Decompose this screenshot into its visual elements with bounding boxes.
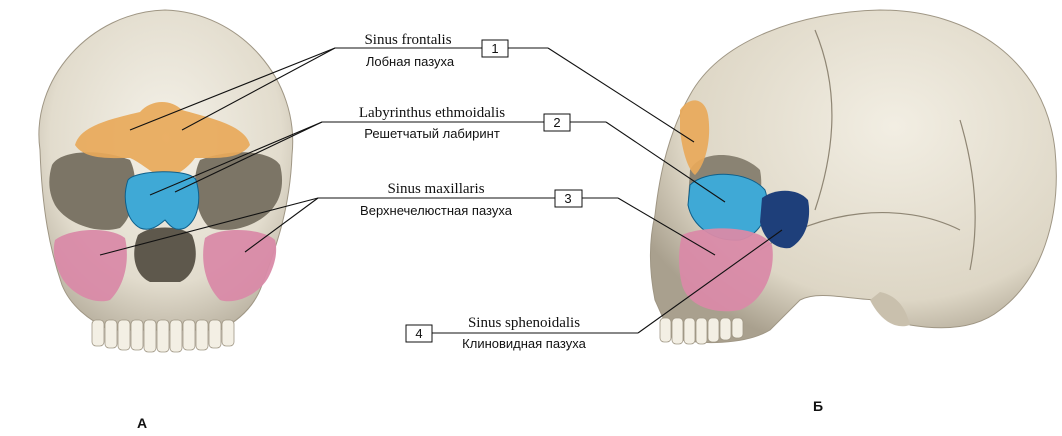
skull-frontal-view — [39, 10, 293, 352]
ethmoidal-labyrinth-a — [125, 172, 198, 230]
panel-label-b: Б — [813, 398, 823, 414]
label-1-latin: Sinus frontalis — [364, 32, 451, 48]
label-2: Labyrinthus ethmoidalis Решетчатый лабир… — [359, 105, 570, 141]
label-4-russian: Клиновидная пазуха — [462, 336, 586, 351]
label-3-number: 3 — [564, 191, 571, 206]
label-1-russian: Лобная пазуха — [366, 54, 455, 69]
label-2-number: 2 — [553, 115, 560, 130]
label-2-latin: Labyrinthus ethmoidalis — [359, 105, 505, 121]
label-2-russian: Решетчатый лабиринт — [364, 126, 500, 141]
label-1: Sinus frontalis Лобная пазуха 1 — [364, 32, 508, 69]
nasal-cavity — [134, 228, 196, 283]
upper-teeth-a — [92, 320, 234, 352]
panel-label-a: А — [137, 415, 147, 431]
label-3-latin: Sinus maxillaris — [387, 181, 484, 197]
label-1-number: 1 — [491, 41, 498, 56]
label-4-number: 4 — [415, 326, 422, 341]
label-4-latin: Sinus sphenoidalis — [468, 315, 580, 331]
skull-lateral-view — [650, 10, 1056, 344]
maxillary-sinus-right-a — [203, 230, 276, 301]
label-3-russian: Верхнечелюстная пазуха — [360, 203, 513, 218]
label-3: Sinus maxillaris Верхнечелюстная пазуха … — [360, 181, 582, 218]
